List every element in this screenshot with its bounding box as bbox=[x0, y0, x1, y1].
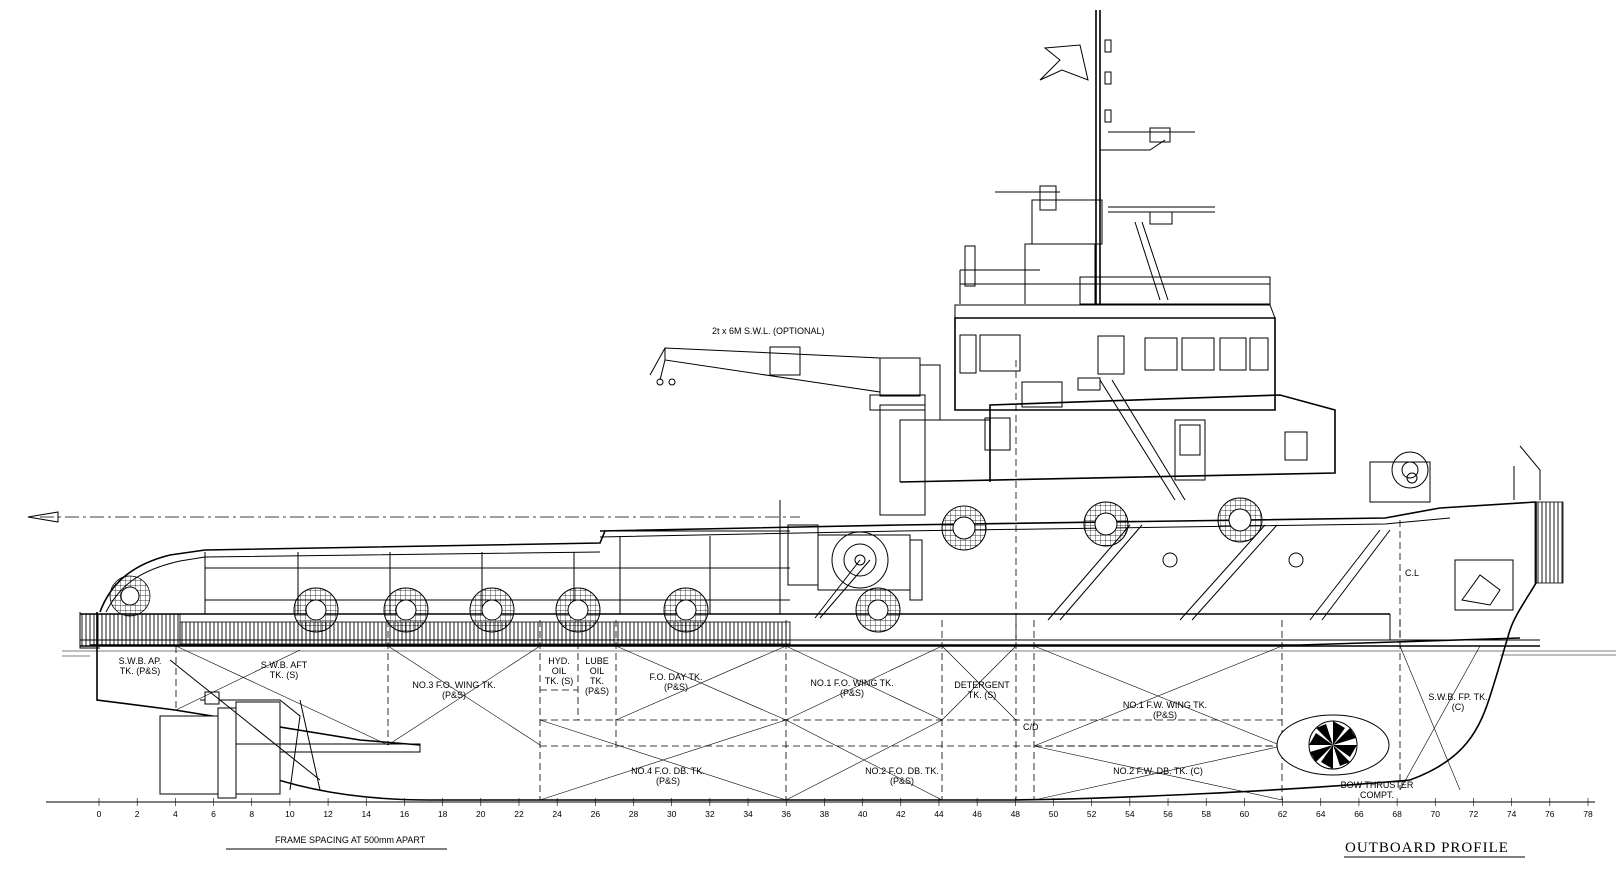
drawing-title-text: OUTBOARD PROFILE bbox=[1345, 840, 1509, 856]
frame-tick-label: 4 bbox=[173, 809, 178, 819]
portholes bbox=[1162, 472, 1418, 568]
frame-tick-label: 66 bbox=[1354, 809, 1364, 819]
frame-tick-label: 0 bbox=[97, 809, 102, 819]
frame-tick-label: 14 bbox=[362, 809, 372, 819]
frame-tick-label: 8 bbox=[249, 809, 254, 819]
anchor-windlass bbox=[1369, 445, 1541, 503]
tank-label-no1-fo-wing: NO.1 F.O. WING TK.(P&S) bbox=[810, 678, 893, 698]
propeller-assembly bbox=[159, 659, 421, 799]
frame-tick-label: 22 bbox=[514, 809, 524, 819]
frame-tick-label: 52 bbox=[1087, 809, 1097, 819]
frame-tick-label: 26 bbox=[591, 809, 601, 819]
frame-tick-label: 78 bbox=[1583, 809, 1593, 819]
company-logo-icon bbox=[1454, 559, 1514, 611]
tank-label-fo-day: F.O. DAY TK.(P&S) bbox=[649, 672, 702, 692]
crane bbox=[649, 346, 941, 516]
towing-winch bbox=[779, 500, 923, 619]
frame-tick-label: 40 bbox=[858, 809, 868, 819]
crane-label: 2t x 6M S.W.L. (OPTIONAL) bbox=[712, 326, 825, 336]
frame-tick-label: 50 bbox=[1049, 809, 1059, 819]
tank-label-no2-fw-db: NO.2 F.W. DB. TK. (C) bbox=[1113, 766, 1203, 776]
frame-tick-label: 72 bbox=[1469, 809, 1479, 819]
hull-stripes bbox=[1015, 360, 1401, 640]
frame-tick-label: 64 bbox=[1316, 809, 1326, 819]
frame-tick-label: 16 bbox=[400, 809, 410, 819]
frame-tick-label: 10 bbox=[285, 809, 295, 819]
frame-tick-label: 48 bbox=[1011, 809, 1021, 819]
drawing-title: OUTBOARD PROFILE bbox=[1344, 840, 1525, 858]
frame-tick-label: 34 bbox=[743, 809, 753, 819]
frame-spacing-note: FRAME SPACING AT 500mm APART bbox=[226, 835, 447, 850]
crane-swl-label: 2t x 6M S.W.L. (OPTIONAL) bbox=[712, 326, 825, 336]
superstructure bbox=[899, 10, 1336, 501]
frame-tick-label: 74 bbox=[1507, 809, 1517, 819]
frame-tick-label: 6 bbox=[211, 809, 216, 819]
frame-tick-label: 24 bbox=[552, 809, 562, 819]
frame-tick-label: 44 bbox=[934, 809, 944, 819]
tank-label-no1-fw-wing: NO.1 F.W. WING TK.(P&S) bbox=[1123, 700, 1207, 720]
frame-tick-label: 12 bbox=[323, 809, 333, 819]
frame-tick-label: 28 bbox=[629, 809, 639, 819]
tow-line bbox=[27, 511, 800, 523]
frame-tick-label: 54 bbox=[1125, 809, 1135, 819]
frame-tick-label: 18 bbox=[438, 809, 448, 819]
tank-label-no3-fo-wing: NO.3 F.O. WING TK.(P&S) bbox=[412, 680, 495, 700]
fenders bbox=[109, 497, 1263, 633]
frame-tick-label: 38 bbox=[820, 809, 830, 819]
frame-tick-label: 68 bbox=[1392, 809, 1402, 819]
frame-tick-label: 2 bbox=[135, 809, 140, 819]
tank-label-swb-ap: S.W.B. AP.TK. (P&S) bbox=[119, 656, 162, 676]
tank-partitions bbox=[175, 620, 1481, 801]
cofferdam-label: C/D bbox=[1023, 722, 1039, 732]
frame-tick-label: 32 bbox=[705, 809, 715, 819]
frame-tick-label: 56 bbox=[1163, 809, 1173, 819]
centerline-label: C.L bbox=[1405, 568, 1419, 578]
frame-tick-label: 36 bbox=[781, 809, 791, 819]
waterline bbox=[62, 650, 1616, 657]
frame-tick-label: 42 bbox=[896, 809, 906, 819]
frame-tick-label: 46 bbox=[972, 809, 982, 819]
bow-thruster-icon bbox=[1276, 714, 1390, 776]
frame-tick-label: 30 bbox=[667, 809, 677, 819]
frame-tick-label: 76 bbox=[1545, 809, 1555, 819]
frame-tick-label: 70 bbox=[1431, 809, 1441, 819]
frame-tick-label: 60 bbox=[1240, 809, 1250, 819]
tank-label-no2-fo-db: NO.2 F.O. DB. TK.(P&S) bbox=[865, 766, 939, 786]
frame-tick-label: 20 bbox=[476, 809, 486, 819]
tank-label-swb-fp: S.W.B. FP. TK.(C) bbox=[1428, 692, 1487, 712]
frame-tick-label: 58 bbox=[1201, 809, 1211, 819]
frame-tick-label: 62 bbox=[1278, 809, 1288, 819]
tank-label-no4-fo-db: NO.4 F.O. DB. TK.(P&S) bbox=[631, 766, 705, 786]
frame-spacing-text: FRAME SPACING AT 500mm APART bbox=[275, 835, 426, 845]
